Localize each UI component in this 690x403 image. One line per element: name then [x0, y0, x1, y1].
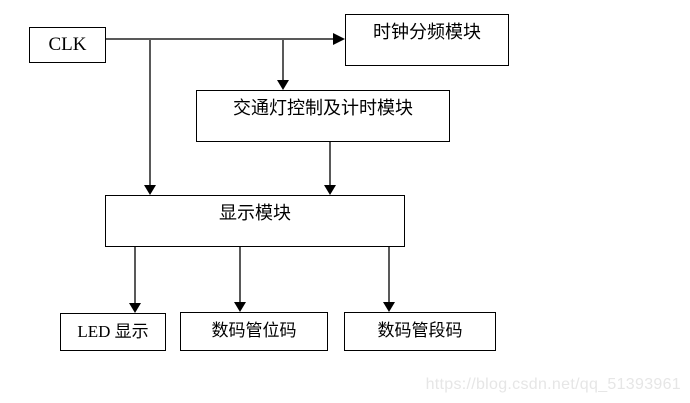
- node-segment-code: 数码管段码: [344, 312, 496, 351]
- connector-traffic-controller-to-display: [329, 142, 331, 186]
- node-clk-label: CLK: [48, 33, 87, 55]
- node-digit-code: 数码管位码: [180, 312, 328, 351]
- node-led-display-label: LED 显示: [77, 321, 149, 341]
- arrowhead-down-icon: [324, 185, 336, 195]
- csdn-watermark: https://blog.csdn.net/qq_51393961: [425, 376, 681, 393]
- arrowhead-down-icon: [383, 302, 395, 312]
- arrowhead-down-icon: [234, 302, 246, 312]
- node-display-module: 显示模块: [105, 195, 405, 247]
- arrowhead-down-icon: [129, 303, 141, 313]
- node-traffic-controller-label: 交通灯控制及计时模块: [233, 98, 413, 118]
- node-clock-divider-label: 时钟分频模块: [373, 22, 481, 42]
- node-segment-code-label: 数码管段码: [377, 321, 463, 341]
- node-digit-code-label: 数码管位码: [211, 321, 297, 341]
- connector-clk-to-traffic-controller: [282, 38, 284, 81]
- connector-display-to-led: [134, 247, 136, 304]
- arrowhead-right-icon: [333, 33, 345, 45]
- node-display-module-label: 显示模块: [219, 203, 291, 223]
- arrowhead-down-icon: [144, 185, 156, 195]
- arrowhead-down-icon: [277, 80, 289, 90]
- node-led-display: LED 显示: [60, 313, 166, 351]
- connector-display-to-digit-code: [239, 247, 241, 303]
- node-clock-divider: 时钟分频模块: [345, 14, 509, 66]
- connector-display-to-segment-code: [388, 247, 390, 303]
- node-clk: CLK: [29, 27, 106, 63]
- connector-clk-to-display: [149, 38, 151, 187]
- node-traffic-controller: 交通灯控制及计时模块: [196, 90, 450, 142]
- connector-clk-to-clock-divider: [106, 38, 334, 40]
